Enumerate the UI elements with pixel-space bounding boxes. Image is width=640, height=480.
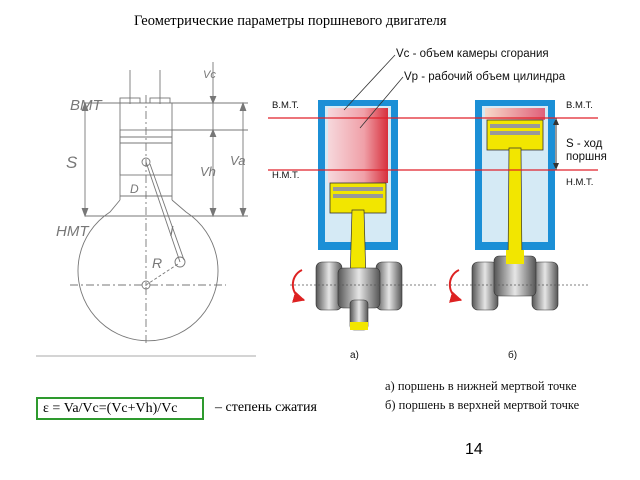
fig-b-label: б)	[508, 349, 517, 361]
schematic-sketch	[36, 62, 256, 357]
compression-formula-desc: – степень сжатия	[215, 400, 317, 415]
bdc-left-label: Н.М.Т.	[272, 170, 299, 181]
bdc-right-label: Н.М.Т.	[566, 177, 593, 188]
vc-description: Vc - объем камеры сгорания	[396, 48, 549, 60]
sketch-va-label: Va	[230, 153, 245, 168]
sketch-vh-label: Vh	[200, 164, 216, 179]
engine-a	[290, 100, 436, 331]
tdc-right-label: В.М.Т.	[566, 100, 593, 111]
stroke-label-2: поршня	[566, 151, 607, 163]
sketch-stroke-label: S	[66, 153, 78, 172]
engine-b	[446, 100, 588, 311]
slide-title: Геометрические параметры поршневого двиг…	[134, 13, 447, 29]
caption-b: б) поршень в верхней мертвой точке	[385, 398, 580, 412]
sketch-tdc-label: ВМТ	[70, 97, 104, 114]
caption-a: а) поршень в нижней мертвой точке	[385, 379, 577, 393]
sketch-rod-label: l	[170, 223, 174, 239]
vp-description: Vр - рабочий объем цилиндра	[404, 71, 566, 83]
page-number: 14	[465, 441, 483, 458]
fig-a-label: а)	[350, 350, 359, 361]
sketch-vc-label: Vc	[203, 69, 216, 81]
compression-formula: ε = Va/Vc=(Vc+Vh)/Vc	[36, 397, 204, 420]
sketch-bore-label: D	[130, 182, 139, 196]
tdc-left-label: В.М.Т.	[272, 100, 299, 111]
sketch-radius-label: R	[152, 255, 162, 271]
sketch-bdc-label: НМТ	[56, 223, 90, 240]
stroke-label-1: S - ход	[566, 138, 603, 150]
